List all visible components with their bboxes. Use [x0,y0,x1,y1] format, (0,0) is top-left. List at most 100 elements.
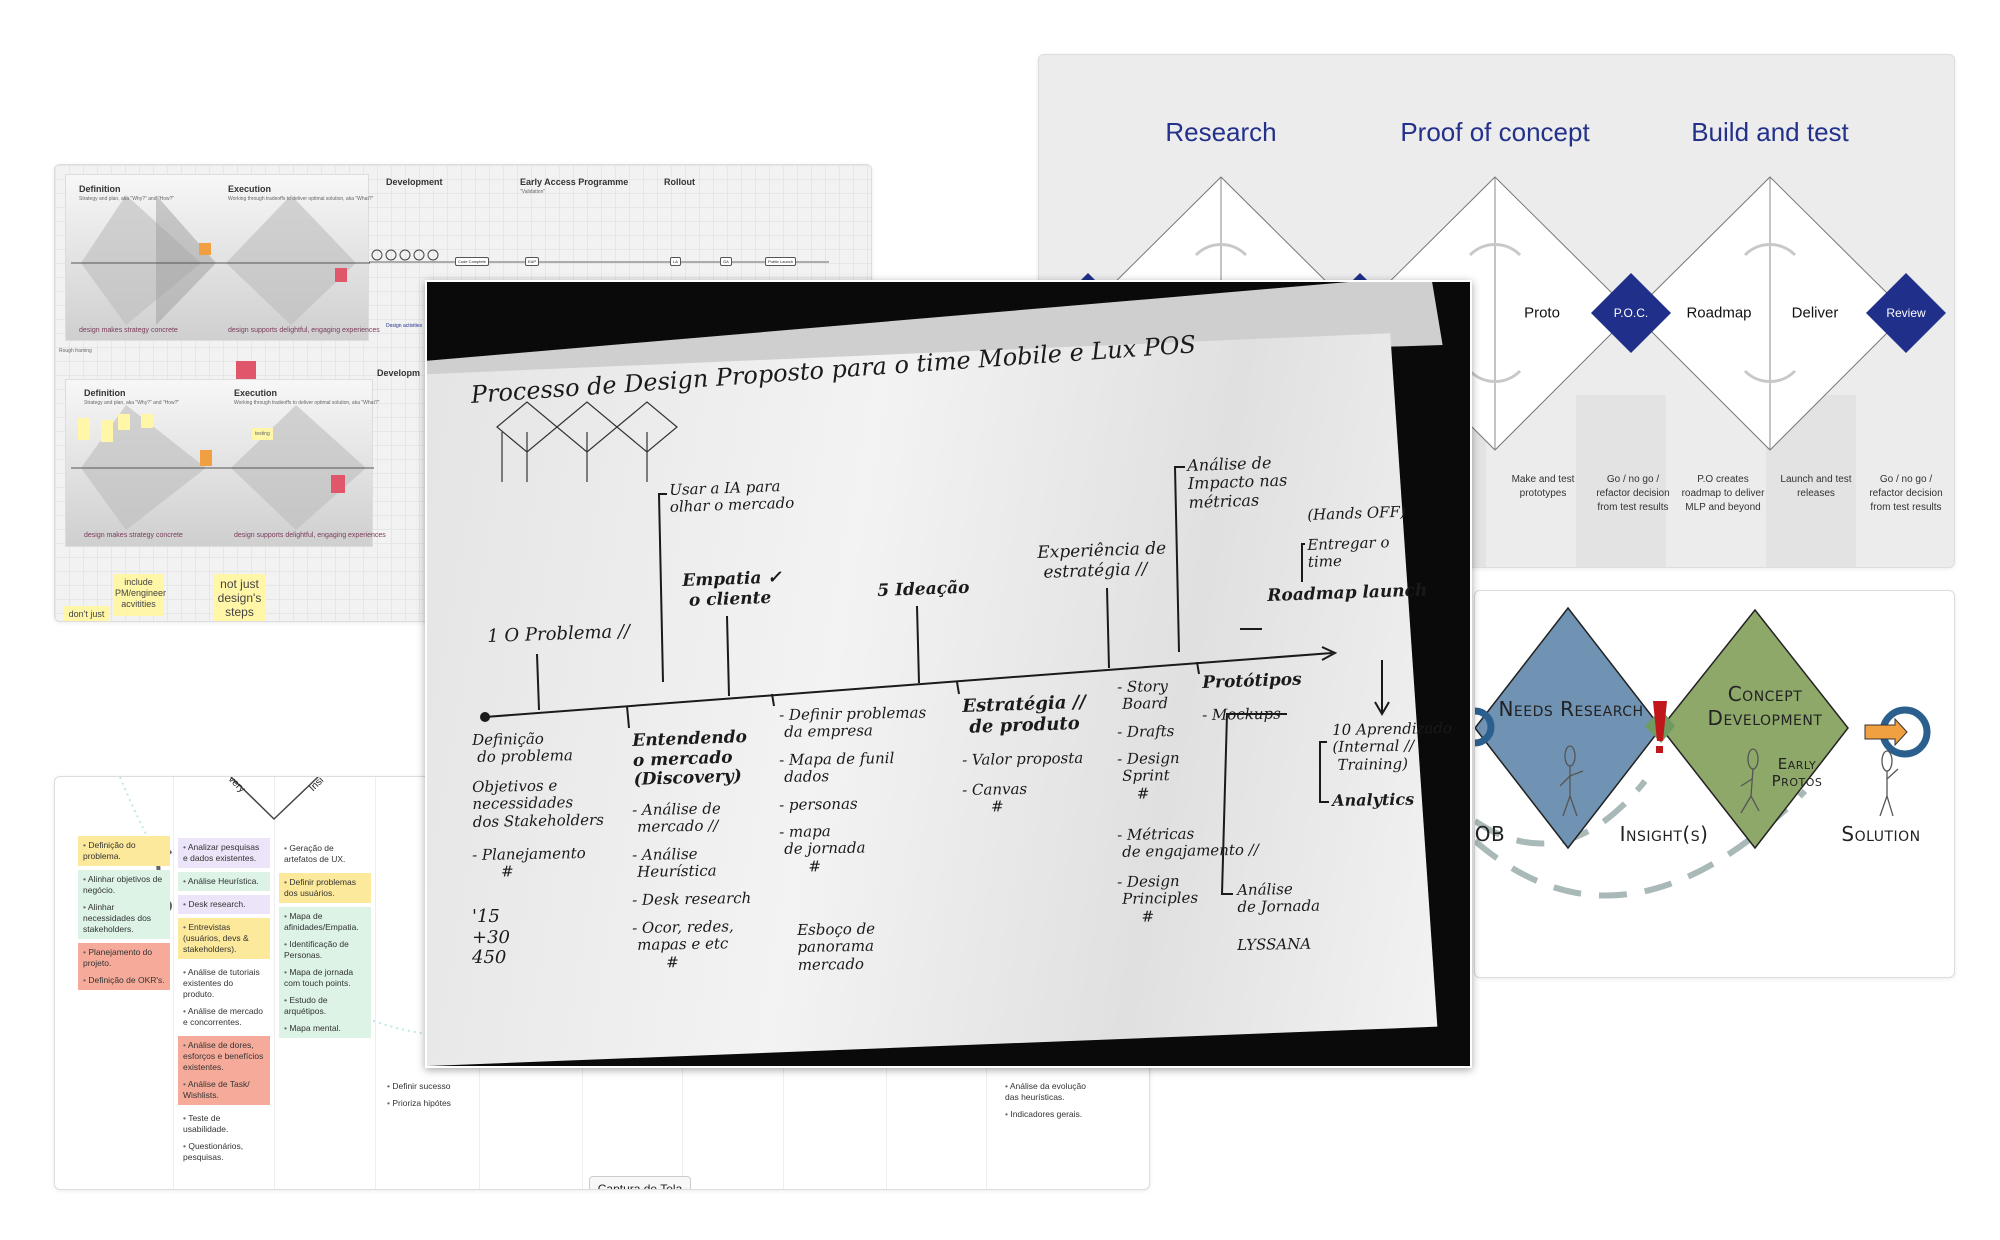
label-proto: Proto [1524,304,1560,322]
sticky-note-yellow: Entrevistas (usuários, devs & stakeholde… [178,918,270,959]
note-item: Definir sucesso [387,1081,469,1092]
note-item: Desk research. [183,899,265,910]
note-item: Definição de OKR's. [83,975,165,986]
column-insights: Geração de artefatos de UX. Definir probl… [279,839,371,1038]
handwritten-note: 10 Aprendizado (Internal // Training) [1331,718,1453,774]
milestone-eap: EAP [525,257,540,266]
label-deliver: Deliver [1791,304,1839,322]
sticky-note-green: Alinhar objetivos de negócio. Alinhar nec… [78,870,170,939]
mini-diamonds-sketch [496,401,678,482]
stage-development-2: Developm [377,368,421,378]
handwritten-note: Experiência de estratégia // [1036,538,1167,583]
note-item: Alinhar necessidades dos stakeholders. [83,902,165,935]
handwritten-note: - Definir problemas da empresa [778,703,927,742]
note-item: Planejamento do projeto. [83,947,165,969]
note-item: Geração de artefatos de UX. [284,843,366,865]
cycle-arrow-icon [1468,369,1522,384]
gate-poc-label: P.O.C. [1613,306,1649,320]
note-item: Análise de mercado e concorrentes. [183,1006,265,1028]
execution-title: Execution [228,184,272,194]
sticky-note-yellow: Definir problemas dos usuários. [279,873,371,903]
footer-left-2: design makes strategy concrete [84,532,183,539]
milestone-public-launch: Public Launch [765,257,797,266]
note-item: Análise de Task/ Wishlists. [183,1079,265,1101]
milestone-la: LA [670,257,681,266]
note-item: Prioriza hipótes [387,1098,469,1109]
note-item: Definir problemas dos usuários. [284,877,366,899]
note-item: Teste de usabilidade. [183,1113,265,1135]
note-item: Mapa de jornada com touch points. [284,967,366,989]
double-diamond-illustration [1475,606,1931,899]
footer-right-2: design supports delightful, engaging exp… [234,532,386,539]
handwritten-note: Definição do problema [471,729,574,767]
handwritten-note: 5 Ideação [876,577,970,601]
rough-framing-label: Rough framing [59,348,92,354]
note-item: Análise de tutoriais existentes do produ… [183,967,265,1000]
handwritten-note: - Análise de mercado // [631,799,721,837]
diamond-bottom-tip [230,777,319,821]
sticky-note-green: Mapa de afinidades/Empatia. Identificação… [279,907,371,1038]
sticky-note-plain: Teste de usabilidade. Questionários, pesq… [178,1109,270,1167]
phase-research: Research [1165,117,1277,147]
handwritten-note: LYSSANA [1236,934,1312,954]
sticky-note-purple: Desk research. [178,895,270,914]
note-item: Identificação de Personas. [284,939,366,961]
handwritten-note: Entregar o time [1306,533,1390,572]
stage-eap-subtitle: "Validation" [520,189,546,195]
handwritten-note: - Story Board [1116,677,1169,714]
milestone-ga: GA [720,257,732,266]
handwritten-note: - personas [778,794,858,814]
footer-left: design makes strategy concrete [79,327,178,334]
execution-subtitle-2: Working through tradeoffs to deliver opt… [234,400,380,406]
sticky-note-purple: Analizar pesquisas e dados existentes. [178,838,270,868]
handwritten-note: Empatia ✓ o cliente [681,567,782,611]
framework-panel-1: Definition Strategy and plan, aka "Why?"… [65,174,380,341]
handwritten-note: - Mapa de funil dados [778,748,895,787]
handwritten-note: Entendendo o mercado (Discovery) [631,726,748,791]
pink-sticky-note [236,361,256,381]
double-diamond-board: Needs Research Concept Development Early… [1474,590,1955,978]
note-item: Mapa mental. [284,1023,366,1034]
sticky-note-green: Análise Heurística. [178,872,270,891]
desc-review: Go / no go / refactor decision from test… [1869,474,1943,513]
handwritten-note: - Métricas de engajamento // [1116,824,1259,862]
note-item: Estudo de arquétipos. [284,995,366,1017]
footer-right: design supports delightful, engaging exp… [228,327,380,334]
column-divider [375,777,376,1189]
column-divider [274,777,275,1189]
handwritten-note: Estratégia // de produto [961,691,1087,738]
early-protos-label: Early Protos [1771,755,1823,790]
design-activities-label: Design activities [386,323,423,329]
handwritten-note: Análise de Impacto nas métricas [1186,453,1288,512]
handwritten-note: - Desk research [631,888,752,909]
poc-gate-diamond [1591,273,1671,353]
desc-roadmap: P.O creates roadmap to deliver MLP and b… [1681,474,1765,513]
column-stripe [1576,395,1666,567]
target-icon [1475,707,1495,747]
note-item: Mapa de afinidades/Empatia. [284,911,366,933]
handwritten-note: - Canvas # [961,779,1028,817]
handwritten-note: Esboço de panorama mercado [796,919,876,974]
sticky-note-plain: Definir sucessoPrioriza hipótes [382,1077,474,1113]
double-diamond-sketch [71,195,370,325]
note-item: Analizar pesquisas e dados existentes. [183,842,265,864]
definition-subtitle: Strategy and plan, aka "Why?" and "How?" [79,196,175,202]
definition-title-2: Definition [84,388,126,398]
screen-capture-button[interactable]: Captura de Tela [589,1176,691,1189]
handwritten-note: Analytics [1331,789,1415,810]
definition-subtitle-2: Strategy and plan, aka "Why?" and "How?" [84,400,180,406]
stage-development: Development [386,177,443,187]
handwritten-note: Objetivos e necessidades dos Stakeholder… [471,776,605,831]
job-label: OB [1474,822,1506,846]
needs-research-diamond [1475,606,1662,850]
concept-development-label: Concept Development [1707,682,1823,730]
desc-deliver: Launch and test releases [1780,474,1852,499]
cycle-arrow-icon [1194,242,1248,257]
cycle-arrow-icon [1743,369,1797,384]
insights-label: Insight(s) [1619,822,1709,846]
solution-label: Solution [1841,822,1921,846]
note-item: Alinhar objetivos de negócio. [83,874,165,896]
handwritten-note: Usar a IA para olhar o mercado [668,477,795,517]
note-item: Questionários, pesquisas. [183,1141,265,1163]
column-divider [173,777,174,1189]
